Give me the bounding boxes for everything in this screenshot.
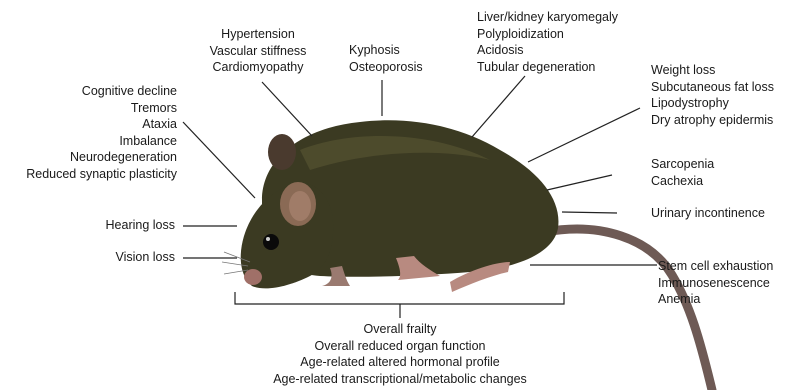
mouse-tail xyxy=(545,229,712,390)
label-urinary: Urinary incontinence xyxy=(651,205,765,222)
line-muscle xyxy=(547,175,612,190)
mouse-ear-back xyxy=(268,134,296,170)
line-urinary xyxy=(562,212,617,213)
line-fat xyxy=(528,108,640,162)
line-kidney xyxy=(472,76,525,137)
label-vision: Vision loss xyxy=(0,249,175,266)
mouse-eye xyxy=(263,234,279,250)
bracket-systemic xyxy=(235,292,564,304)
line-cardio xyxy=(262,82,312,136)
label-hearing: Hearing loss xyxy=(0,217,175,234)
line-neuro xyxy=(183,122,255,198)
mouse-nose xyxy=(244,269,262,285)
